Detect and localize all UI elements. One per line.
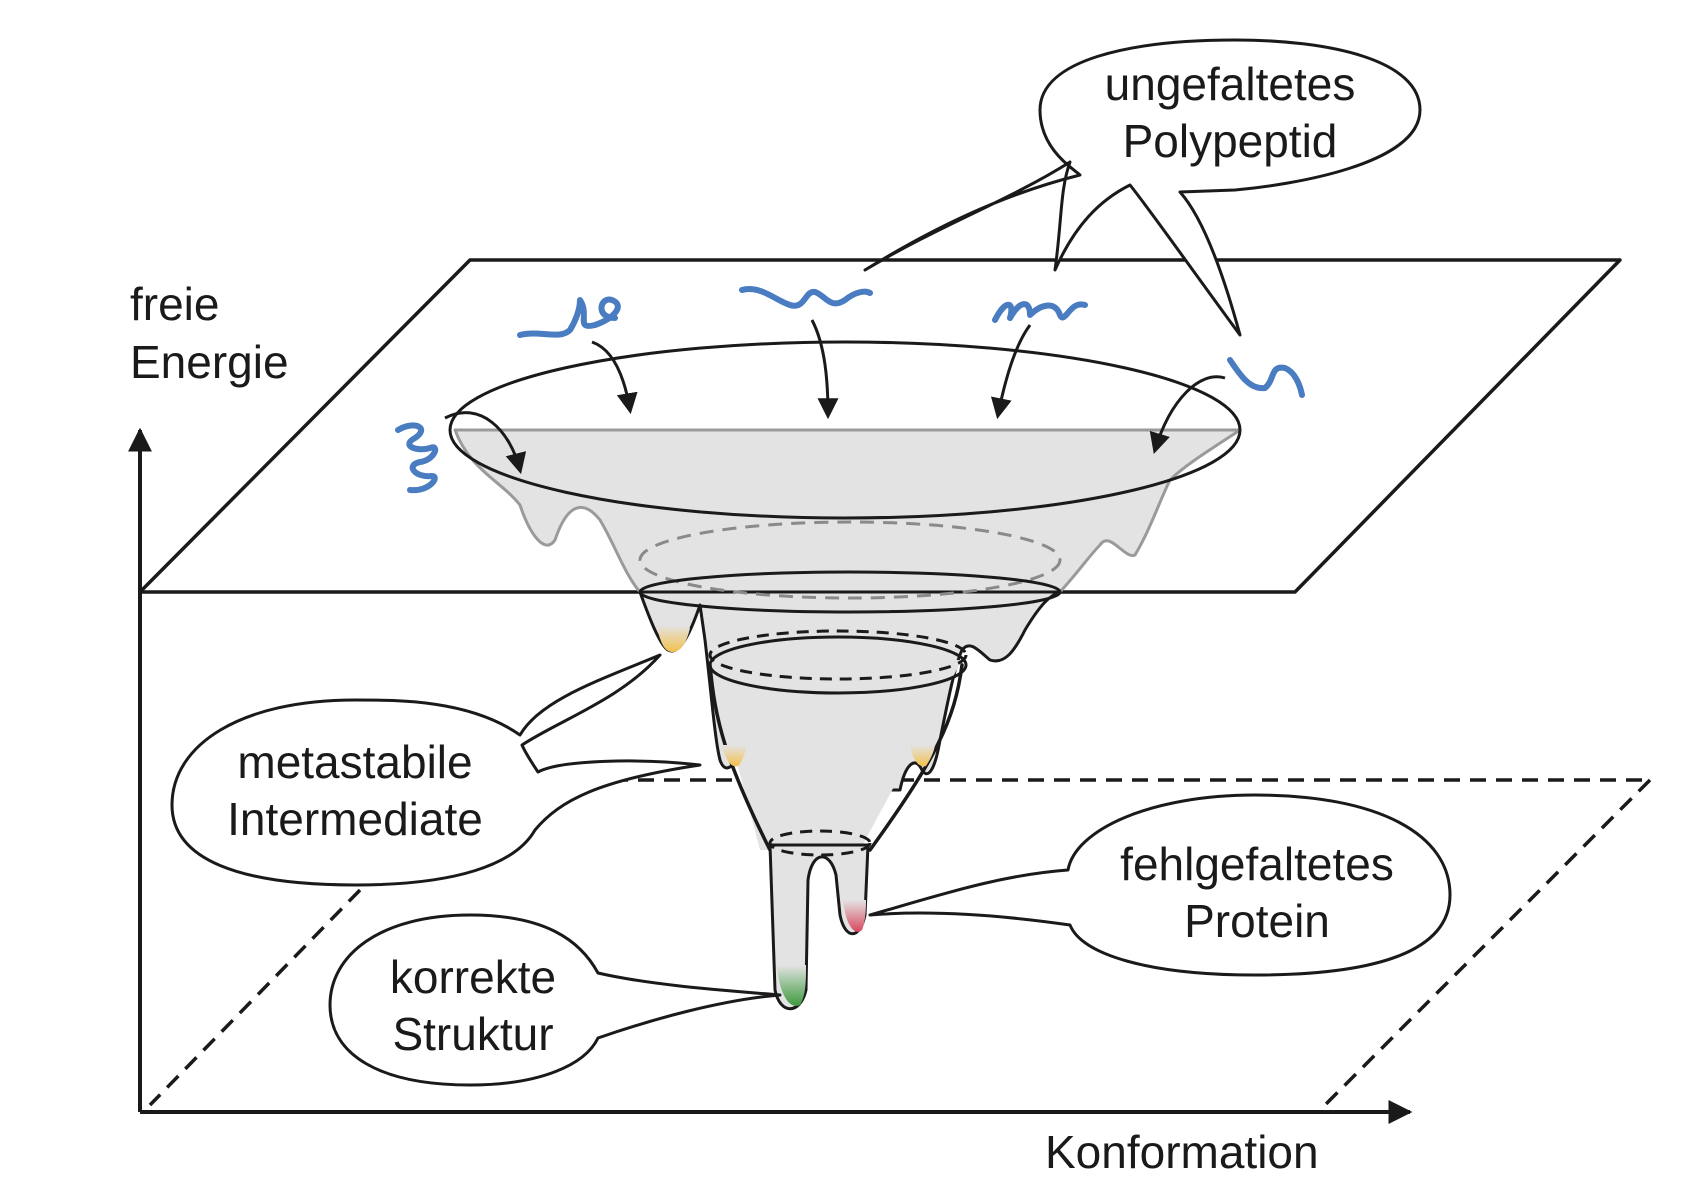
- funnel: [448, 340, 1242, 1011]
- y-axis-label-line1: freie: [130, 278, 219, 330]
- entry-arrows: [444, 319, 1226, 475]
- unfolded-chain-5: [1227, 357, 1305, 398]
- callout-intermediates-line1: metastabile: [237, 736, 472, 788]
- unfolded-chain-2: [517, 296, 621, 338]
- unfolded-chains: [395, 286, 1305, 494]
- intermediate-well-left: [657, 625, 690, 652]
- callout-intermediates-line2: Intermediate: [227, 793, 483, 845]
- unfolded-chain-1: [395, 422, 439, 494]
- unfolded-chain-4: [992, 301, 1088, 323]
- misfolded-well: [843, 900, 866, 932]
- top-plane: [138, 258, 1622, 594]
- y-axis-label-line2: Energie: [130, 336, 289, 388]
- axes: [128, 427, 1413, 1124]
- callout-misfolded-line1: fehlgefaltetes: [1120, 838, 1394, 890]
- callout-unfolded-line1: ungefaltetes: [1105, 58, 1356, 110]
- callout-native-line1: korrekte: [390, 951, 556, 1003]
- callout-misfolded: fehlgefaltetes Protein: [868, 793, 1452, 977]
- intermediate-well-mid: [722, 745, 746, 767]
- x-axis-label: Konformation: [1045, 1126, 1319, 1178]
- callout-misfolded-line2: Protein: [1184, 895, 1330, 947]
- callout-native-line2: Struktur: [392, 1008, 553, 1060]
- callout-intermediates: metastabile Intermediate: [170, 653, 702, 887]
- callout-native: korrekte Struktur: [328, 913, 782, 1087]
- callout-unfolded: ungefaltetes Polypeptid: [863, 38, 1422, 337]
- unfolded-chain-3: [739, 286, 873, 309]
- intermediate-well-right: [910, 745, 935, 767]
- callout-unfolded-line2: Polypeptid: [1123, 115, 1338, 167]
- native-well: [777, 965, 806, 1006]
